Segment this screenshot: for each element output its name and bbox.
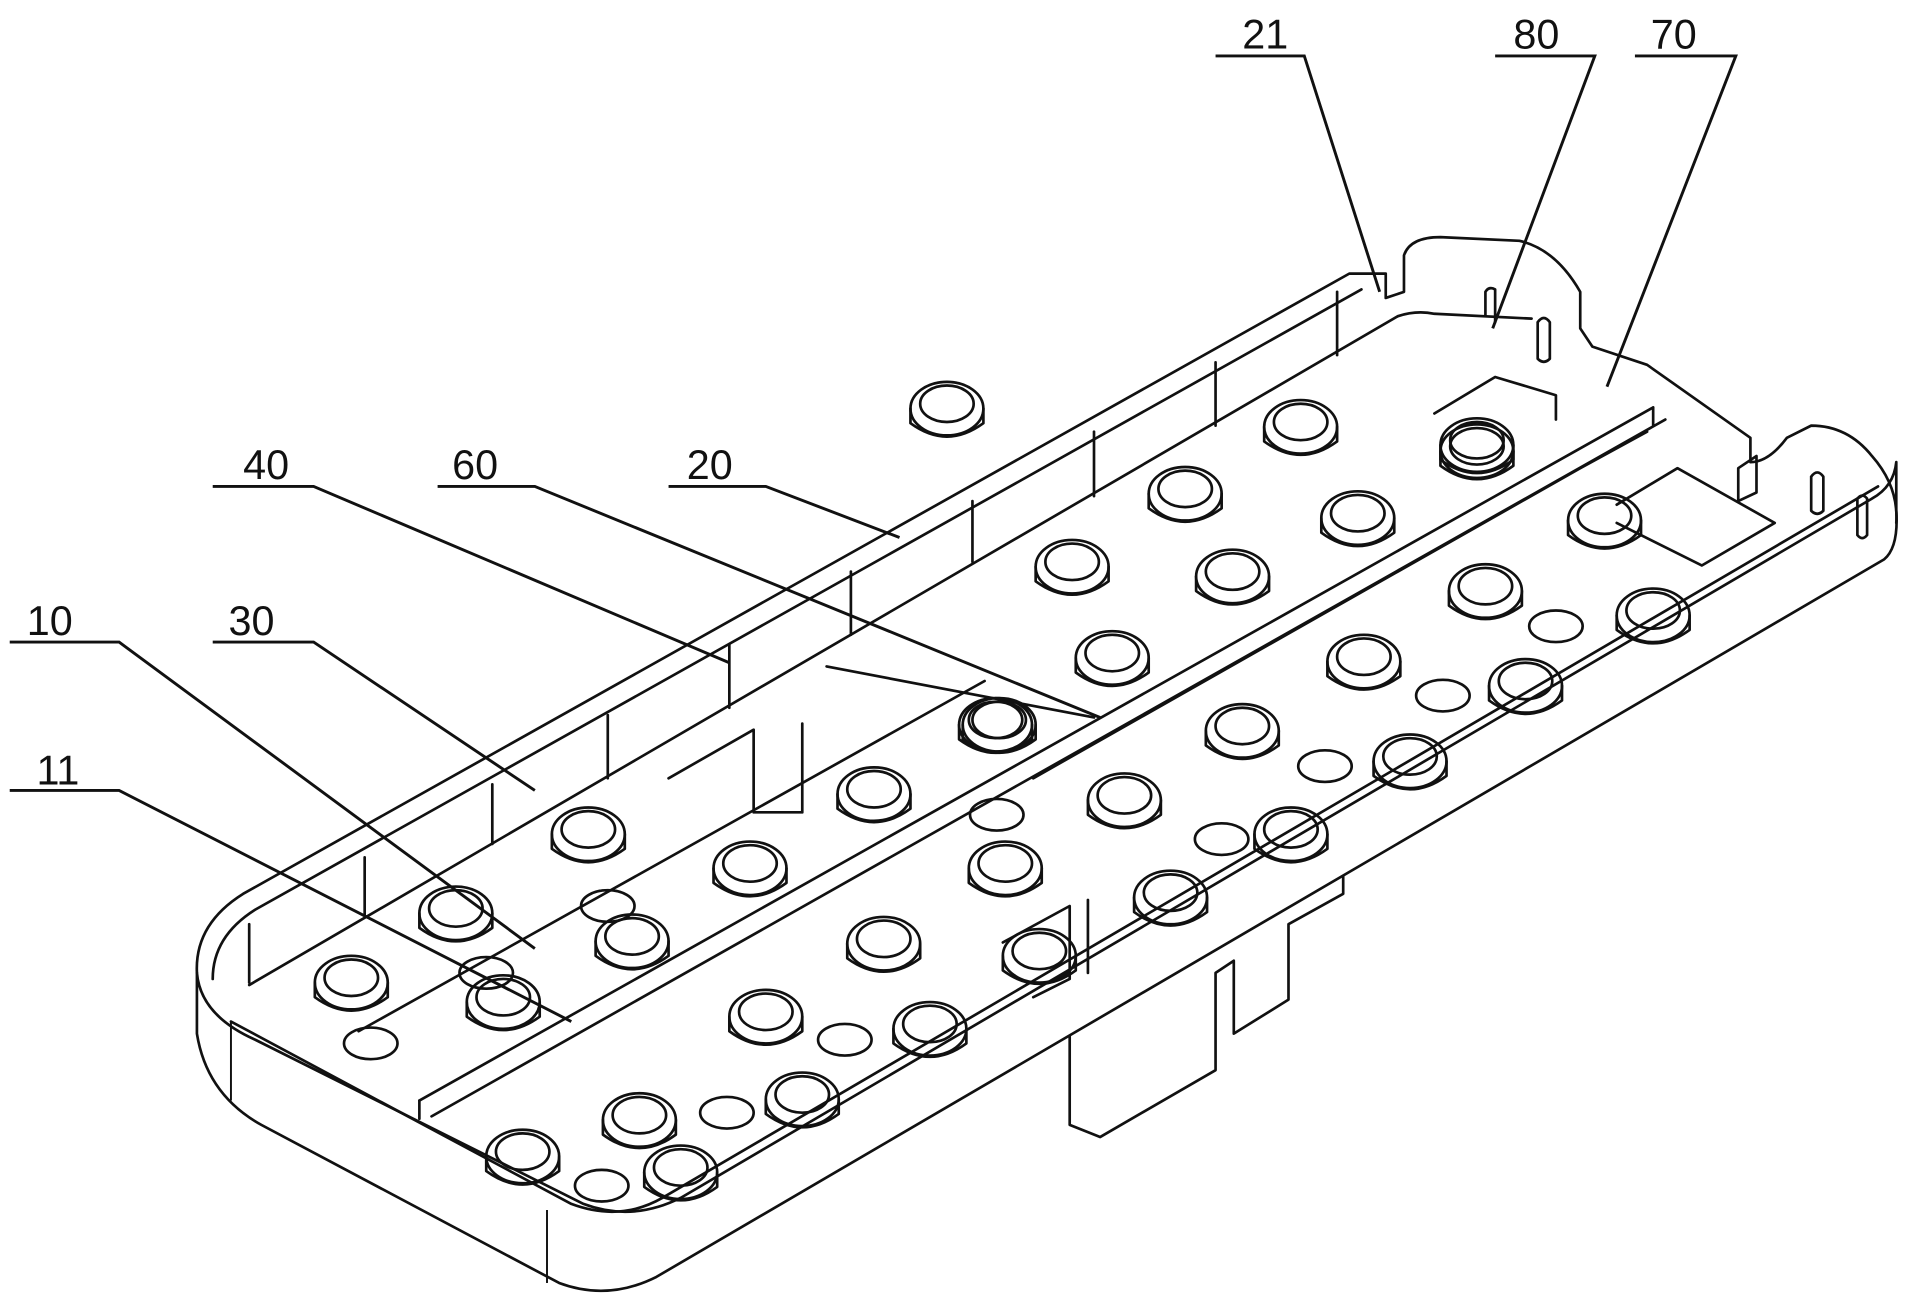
small-hole <box>1195 823 1248 855</box>
posts <box>1485 288 1867 538</box>
ring-boss <box>429 890 482 926</box>
ring-boss <box>1459 568 1512 604</box>
label-20-group: 20 <box>669 442 900 537</box>
ring-boss <box>972 702 1025 738</box>
reference-labels: 10 11 20 21 30 40 60 70 <box>10 12 1736 1022</box>
ring-boss <box>1045 544 1098 580</box>
label-21-group: 21 <box>1216 12 1380 292</box>
ring-boss <box>654 1149 707 1185</box>
label-40: 40 <box>243 442 289 488</box>
small-hole <box>581 890 634 922</box>
small-hole <box>1298 750 1351 782</box>
ring-boss <box>1216 708 1269 744</box>
ring-boss <box>847 771 900 807</box>
small-hole <box>700 1097 753 1129</box>
label-80-group: 80 <box>1493 12 1595 329</box>
ring-boss <box>723 845 776 881</box>
ring-boss <box>1626 592 1679 628</box>
label-21: 21 <box>1242 12 1288 58</box>
ring-boss <box>1206 553 1259 589</box>
label-70: 70 <box>1651 12 1697 58</box>
tray-body <box>197 237 1897 1291</box>
label-11: 11 <box>36 747 79 793</box>
ring-boss <box>1098 777 1151 813</box>
ring-boss <box>857 921 910 957</box>
ring-boss <box>562 811 615 847</box>
label-80: 80 <box>1513 12 1559 58</box>
ring-boss <box>969 702 1022 738</box>
ring-boss <box>1158 471 1211 507</box>
ring-boss <box>1085 635 1138 671</box>
label-30-group: 30 <box>213 598 535 791</box>
ring-boss <box>1013 933 1066 969</box>
ring-boss <box>613 1097 666 1133</box>
label-20: 20 <box>687 442 733 488</box>
small-hole <box>344 1028 397 1060</box>
small-hole <box>1529 610 1582 642</box>
ring-boss <box>605 918 658 954</box>
label-70-group: 70 <box>1607 12 1736 387</box>
ring-boss <box>1337 638 1390 674</box>
label-30: 30 <box>229 598 275 644</box>
ring-boss <box>496 1133 549 1169</box>
small-hole <box>575 1170 628 1202</box>
ring-boss <box>1331 495 1384 531</box>
small-hole <box>1416 680 1469 712</box>
small-hole <box>818 1024 871 1056</box>
ring-boss <box>325 959 378 995</box>
ring-boss <box>1578 497 1631 533</box>
small-hole <box>970 799 1023 831</box>
ring-boss <box>979 845 1032 881</box>
ring-boss <box>739 994 792 1030</box>
ring-boss <box>1144 874 1197 910</box>
tray-rim-outer <box>197 237 1897 973</box>
label-10: 10 <box>27 598 73 644</box>
ring-boss <box>1274 404 1327 440</box>
ring-boss <box>920 386 973 422</box>
label-11-group: 11 <box>10 747 572 1021</box>
ring-boss <box>776 1076 829 1112</box>
label-60: 60 <box>452 442 498 488</box>
ring-boss <box>903 1006 956 1042</box>
